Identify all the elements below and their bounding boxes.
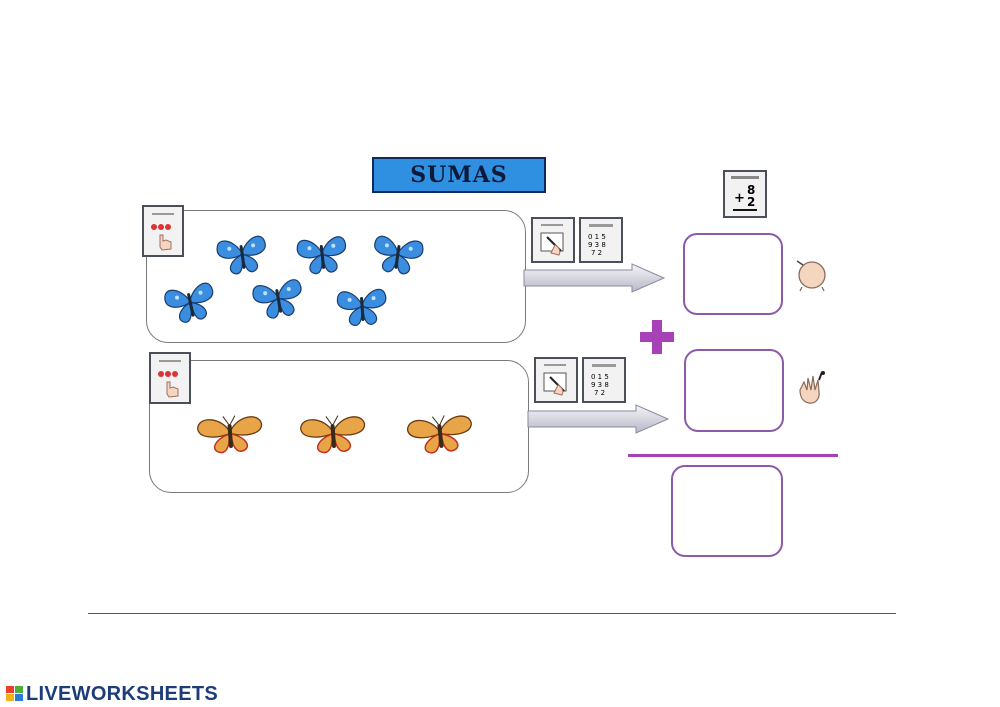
sum-pictogram: 8 + 2: [723, 170, 767, 218]
write-pictogram-2: [534, 357, 578, 403]
blue-butterfly-icon: [162, 281, 219, 327]
orange-butterfly-icon: [299, 413, 368, 455]
svg-text:0 1 5: 0 1 5: [591, 373, 609, 381]
plus-icon: [640, 320, 674, 354]
answer-box-second[interactable]: [684, 349, 784, 432]
count-hand-icon: [158, 360, 181, 398]
write-hand-icon: [540, 224, 564, 256]
arrow-right-icon: [523, 263, 666, 293]
liveworksheets-logo-icon: [6, 686, 23, 701]
sum-picto-top: 8: [747, 183, 755, 197]
blue-butterfly-icon: [295, 235, 349, 277]
svg-text:0 1 5: 0 1 5: [588, 233, 606, 241]
answer-box-first[interactable]: [683, 233, 783, 315]
numbers-pictogram-2: 0 1 5 9 3 8 7 2: [582, 357, 626, 403]
blue-butterflies: [162, 234, 425, 328]
write-pictogram-1: [531, 217, 575, 263]
numbers-pictogram-1: 0 1 5 9 3 8 7 2: [579, 217, 623, 263]
svg-text:7 2: 7 2: [591, 249, 602, 257]
orange-butterfly-icon: [405, 411, 475, 456]
svg-text:7 2: 7 2: [594, 389, 605, 397]
orange-butterfly-icon: [196, 413, 265, 455]
blue-butterfly-icon: [370, 234, 425, 277]
footer-divider: [88, 613, 896, 614]
count-hand-icon: [151, 213, 174, 251]
orange-butterflies: [196, 411, 475, 456]
numbers-icon: 0 1 5 9 3 8 7 2: [591, 364, 616, 397]
liveworksheets-logo: LIVEWORKSHEETS: [6, 683, 218, 706]
sum-picto-bottom: 2: [747, 195, 755, 209]
svg-text:9 3 8: 9 3 8: [591, 381, 609, 389]
numbers-icon: 0 1 5 9 3 8 7 2: [588, 224, 613, 257]
write-hand-icon: [543, 364, 567, 396]
round-head-icon: [796, 260, 826, 292]
worksheet-title-text: SUMAS: [410, 162, 508, 188]
sum-picto-operator: +: [734, 191, 745, 206]
svg-text:9 3 8: 9 3 8: [588, 241, 606, 249]
count-pictogram-1: [142, 205, 184, 257]
brand-text: LIVEWORKSHEETS: [26, 683, 218, 705]
answer-box-total[interactable]: [671, 465, 783, 557]
blue-butterfly-icon: [336, 288, 389, 328]
sum-total-line: [628, 454, 838, 457]
blue-butterfly-group: [146, 210, 526, 343]
sum-pictogram-icon: 8 + 2: [731, 176, 759, 211]
worksheet-title: SUMAS: [372, 157, 546, 193]
blue-butterfly-icon: [251, 277, 306, 322]
blue-butterfly-icon: [215, 234, 270, 277]
count-pictogram-2: [149, 352, 191, 404]
arrow-right-icon: [527, 404, 670, 434]
hand-fingers-icon: [799, 371, 825, 404]
